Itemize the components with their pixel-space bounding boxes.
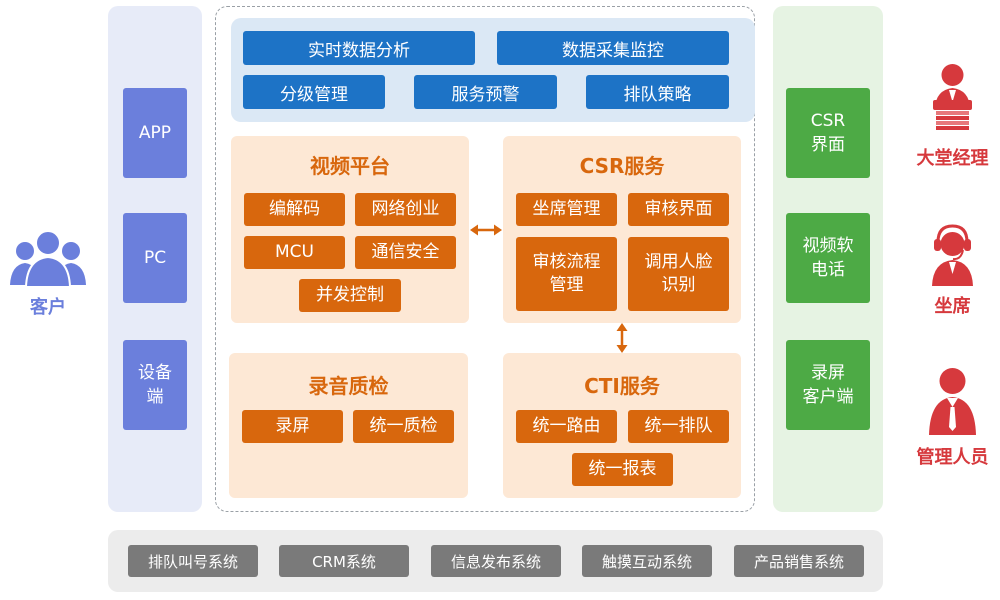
info-publish-system-button[interactable]: 信息发布系统	[431, 545, 561, 577]
screen-recording-button[interactable]: 录屏	[242, 410, 343, 443]
network-button[interactable]: 网络创业	[355, 193, 456, 226]
management-actor: 管理人员	[905, 365, 1000, 470]
channel-pc[interactable]: PC	[123, 213, 187, 303]
vertical-bidirectional-arrow-icon	[616, 323, 628, 353]
video-platform-title: 视频平台	[310, 154, 390, 178]
unified-report-button[interactable]: 统一报表	[572, 453, 673, 486]
realtime-analysis-button[interactable]: 实时数据分析	[243, 31, 475, 65]
lobby-manager-icon	[933, 64, 972, 130]
touch-interaction-system-button[interactable]: 触摸互动系统	[582, 545, 712, 577]
unified-routing-button[interactable]: 统一路由	[516, 410, 617, 443]
seat-management-button[interactable]: 坐席管理	[516, 193, 617, 226]
agent-actor: 坐席	[905, 222, 1000, 322]
crm-system-button[interactable]: CRM系统	[279, 545, 409, 577]
management-label: 管理人员	[916, 447, 989, 468]
bidirectional-arrow-icon	[470, 224, 502, 236]
customers-icon	[10, 230, 86, 288]
csr-service-title: CSR服务	[579, 154, 665, 178]
channel-device[interactable]: 设备 端	[123, 340, 187, 430]
queue-strategy-button[interactable]: 排队策略	[586, 75, 729, 109]
lobby-manager-label: 大堂经理	[916, 148, 989, 169]
recording-qc-title: 录音质检	[308, 374, 389, 398]
channel-app[interactable]: APP	[123, 88, 187, 178]
face-recognition-button[interactable]: 调用人脸 识别	[628, 237, 729, 311]
unified-qc-button[interactable]: 统一质检	[353, 410, 454, 443]
cti-service-title: CTI服务	[584, 374, 660, 398]
tiered-management-button[interactable]: 分级管理	[243, 75, 385, 109]
comm-security-button[interactable]: 通信安全	[355, 236, 456, 269]
lobby-manager-actor: 大堂经理	[905, 58, 1000, 169]
codec-button[interactable]: 编解码	[244, 193, 345, 226]
mcu-button[interactable]: MCU	[244, 236, 345, 269]
customers-label: 客户	[30, 297, 66, 318]
agent-label: 坐席	[934, 296, 971, 317]
agent-headset-icon	[932, 224, 973, 286]
recording-client-tool[interactable]: 录屏 客户端	[786, 340, 870, 430]
review-process-button[interactable]: 审核流程 管理	[516, 237, 617, 311]
customers-actor: 客户	[8, 225, 88, 325]
review-interface-button[interactable]: 审核界面	[628, 193, 729, 226]
video-softphone-tool[interactable]: 视频软 电话	[786, 213, 870, 303]
csr-interface-tool[interactable]: CSR 界面	[786, 88, 870, 178]
data-monitor-button[interactable]: 数据采集监控	[497, 31, 729, 65]
manager-icon	[929, 368, 976, 435]
product-sales-system-button[interactable]: 产品销售系统	[734, 545, 864, 577]
core-platform-region	[215, 6, 755, 512]
queue-number-system-button[interactable]: 排队叫号系统	[128, 545, 258, 577]
service-alert-button[interactable]: 服务预警	[414, 75, 557, 109]
unified-queue-button[interactable]: 统一排队	[628, 410, 729, 443]
concurrency-control-button[interactable]: 并发控制	[299, 279, 401, 312]
